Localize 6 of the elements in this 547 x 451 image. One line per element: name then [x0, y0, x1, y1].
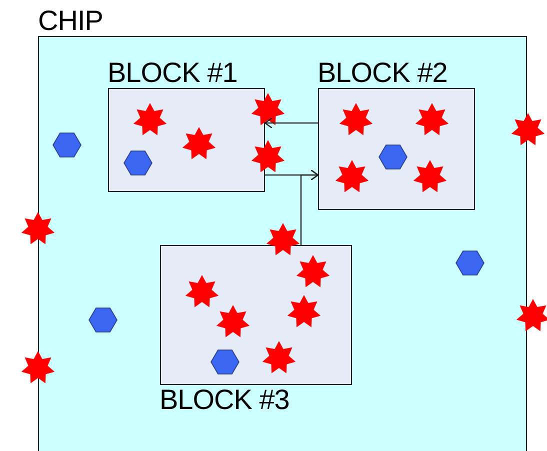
- arrow: [300, 169, 319, 245]
- block-title: BLOCK #3: [160, 384, 290, 414]
- block-title: BLOCK #1: [108, 58, 238, 88]
- block-title: BLOCK #2: [318, 58, 448, 88]
- arrow: [264, 117, 318, 129]
- block-title: CHIP: [38, 6, 104, 36]
